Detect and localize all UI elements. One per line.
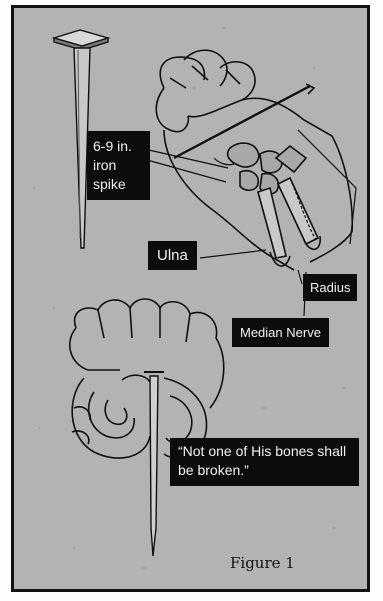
upper-hand-drawing [156,50,356,270]
quote-label: “Not one of His bones shall be broken.” [170,438,359,486]
figure-frame: 6-9 in. iron spike Ulna Radius Median Ne… [11,5,370,592]
ulna-label: Ulna [148,241,197,270]
lower-hand-drawing [70,299,224,556]
radius-label: Radius [303,274,357,301]
figure-caption: Figure 1 [230,554,295,572]
median-nerve-label: Median Nerve [232,318,329,347]
spike-label: 6-9 in. iron spike [87,131,150,200]
